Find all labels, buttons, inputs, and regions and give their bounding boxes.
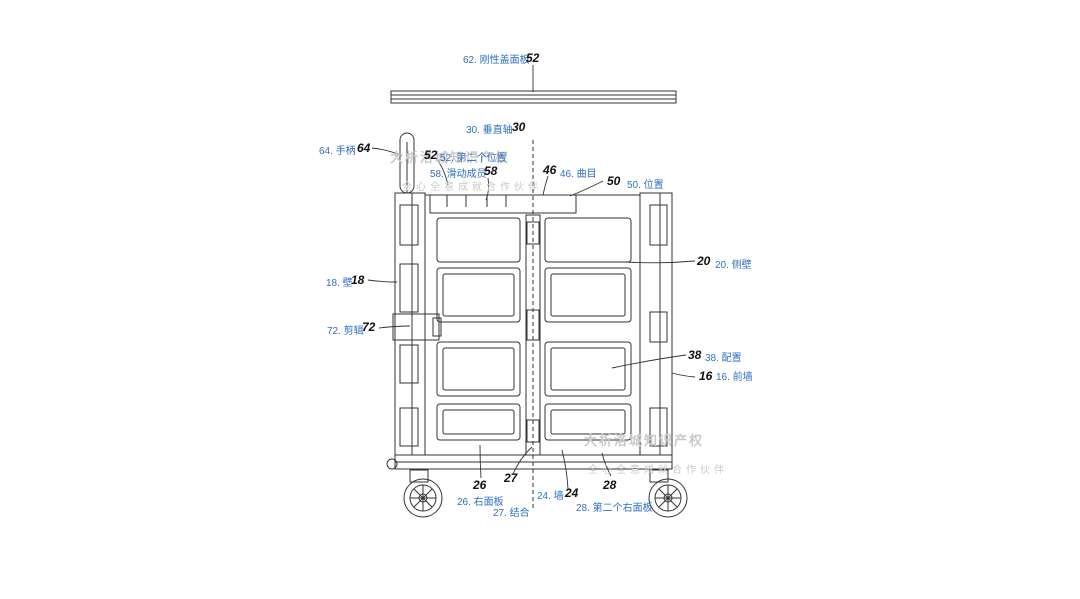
caption-64: 64. 手柄 <box>319 146 356 157</box>
num-52: 52 <box>424 148 438 162</box>
num-58: 58 <box>484 164 498 178</box>
num-20: 20 <box>697 254 711 268</box>
caption-20: 20. 侧壁 <box>715 260 752 271</box>
caption-52: 52. 第二个位置 <box>440 153 507 164</box>
caption-24: 24. 墙 <box>537 491 564 502</box>
right-wheel <box>648 469 688 518</box>
num-28: 28 <box>603 478 617 492</box>
left-wheel <box>403 469 443 518</box>
right-window-3 <box>544 341 632 397</box>
num-27: 27 <box>504 471 518 485</box>
caption-26: 26. 右面板 <box>457 497 504 508</box>
num-46: 46 <box>543 163 557 177</box>
num-72: 72 <box>362 320 376 334</box>
caption-18: 18. 壁 <box>326 278 353 289</box>
watermark-line1-b: 大析洛城知识产权 <box>584 434 705 449</box>
caption-62: 62. 刚性盖面板 <box>463 55 530 66</box>
watermark-line2-b: 全心全意成就合作伙伴 <box>588 465 728 476</box>
caption-27: 27. 结合 <box>493 508 530 519</box>
watermark-line2: 全心全意成就合作伙伴 <box>402 182 542 193</box>
caption-58: 58. 滑动成员 <box>430 169 487 180</box>
num-38: 38 <box>688 348 702 362</box>
sliding-member <box>429 194 577 214</box>
num-64: 64 <box>357 141 371 155</box>
caption-30: 30. 垂直轴 <box>466 125 513 136</box>
num-26: 26 <box>473 478 487 492</box>
left-window-3 <box>436 341 521 397</box>
caption-28: 28. 第二个右面板 <box>576 503 653 514</box>
right-window-4 <box>544 403 632 441</box>
num-62: 52 <box>526 51 540 65</box>
num-16: 16 <box>699 369 713 383</box>
num-24: 24 <box>565 486 579 500</box>
caption-50: 50. 位置 <box>627 180 664 191</box>
num-30: 30 <box>512 120 526 134</box>
caption-46: 46. 曲目 <box>560 169 597 180</box>
hinge <box>525 214 541 456</box>
caption-72: 72. 剪辑 <box>327 326 364 337</box>
watermark-line1: 大析洛城知识产权 <box>390 151 511 166</box>
clip <box>392 313 440 341</box>
left-window-4 <box>436 403 521 441</box>
num-18: 18 <box>351 273 365 287</box>
num-50: 50 <box>607 174 621 188</box>
right-window-2 <box>544 267 632 323</box>
left-window-1 <box>436 217 521 263</box>
caption-16: 16. 前墙 <box>716 372 753 383</box>
left-window-2 <box>436 267 521 323</box>
caption-38: 38. 配置 <box>705 353 742 364</box>
cover-panel <box>390 90 677 104</box>
right-window-1 <box>544 217 632 263</box>
